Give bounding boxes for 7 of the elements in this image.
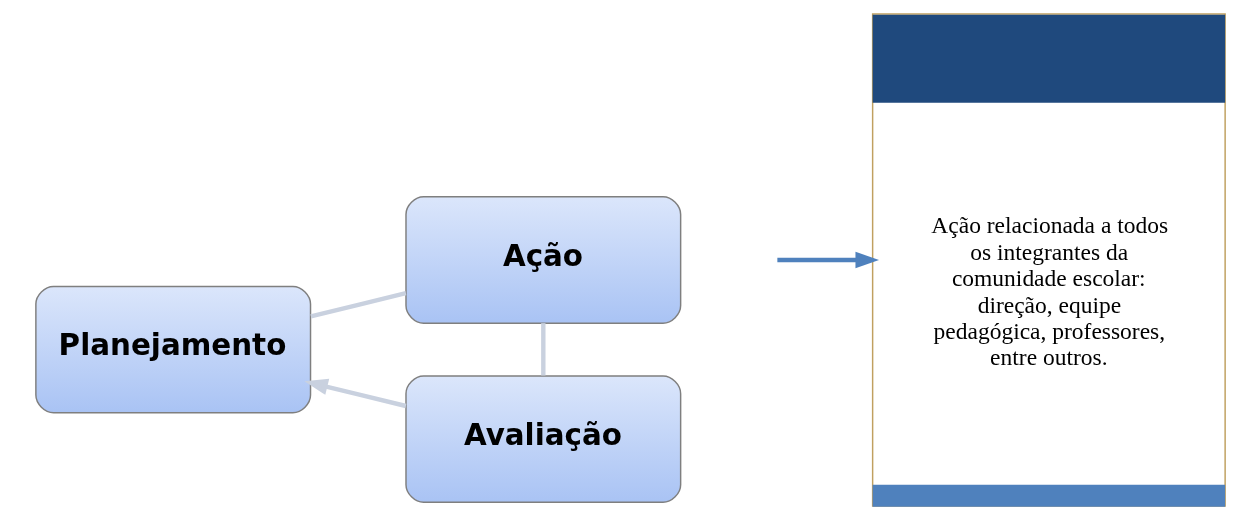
connector [309,291,406,319]
arrow [776,251,879,269]
connector [540,323,546,376]
arrow [303,378,406,409]
node-box: Ação [404,196,681,324]
node-box: Avaliação [404,375,681,504]
node-box: Planejamento [34,285,311,414]
